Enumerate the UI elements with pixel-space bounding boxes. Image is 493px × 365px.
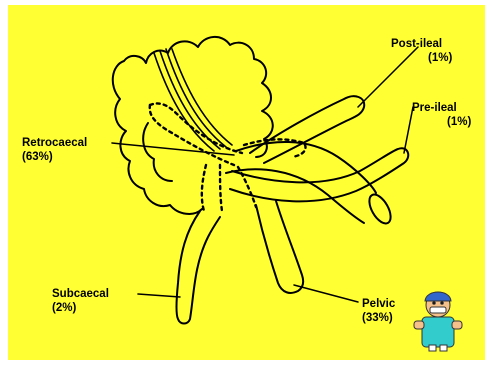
retrocaecal-appendix-dotted-5 bbox=[220, 165, 222, 211]
subcaecal-appendix bbox=[177, 211, 221, 324]
mesentery-line-2 bbox=[160, 51, 220, 149]
label-pre-ileal-name: Pre-ileal bbox=[412, 101, 471, 115]
mesentery-line-3 bbox=[166, 49, 226, 147]
label-subcaecal-pct: (2%) bbox=[52, 301, 109, 315]
label-subcaecal-name: Subcaecal bbox=[52, 287, 109, 301]
label-post-ileal-pct: (1%) bbox=[391, 51, 452, 65]
label-pre-ileal-pct: (1%) bbox=[412, 115, 471, 129]
ileum-upper-edge bbox=[236, 142, 376, 193]
caecum-inner-outline bbox=[143, 123, 172, 181]
label-retrocaecal: Retrocaecal (63%) bbox=[22, 136, 87, 164]
label-subcaecal: Subcaecal (2%) bbox=[52, 287, 109, 315]
label-retrocaecal-pct: (63%) bbox=[22, 150, 87, 164]
pelvic-appendix bbox=[256, 201, 303, 293]
label-post-ileal-name: Post-ileal bbox=[391, 37, 452, 51]
label-pelvic-name: Pelvic bbox=[362, 297, 395, 311]
ileum-cut-end bbox=[365, 191, 395, 227]
label-post-ileal: Post-ileal (1%) bbox=[391, 37, 452, 65]
label-pelvic-pct: (33%) bbox=[362, 311, 395, 325]
doctor-mascot-icon bbox=[414, 292, 462, 351]
label-pre-ileal: Pre-ileal (1%) bbox=[412, 101, 471, 129]
label-pelvic: Pelvic (33%) bbox=[362, 297, 395, 325]
diagram-panel: Post-ileal (1%) Pre-ileal (1%) Retrocaec… bbox=[8, 5, 485, 360]
leader-line-pelvic bbox=[294, 285, 358, 302]
label-retrocaecal-name: Retrocaecal bbox=[22, 136, 87, 150]
retrocaecal-appendix-dotted-6 bbox=[238, 167, 256, 207]
retrocaecal-appendix-dotted-4 bbox=[202, 165, 206, 211]
leader-line-subcaecal bbox=[138, 294, 180, 297]
